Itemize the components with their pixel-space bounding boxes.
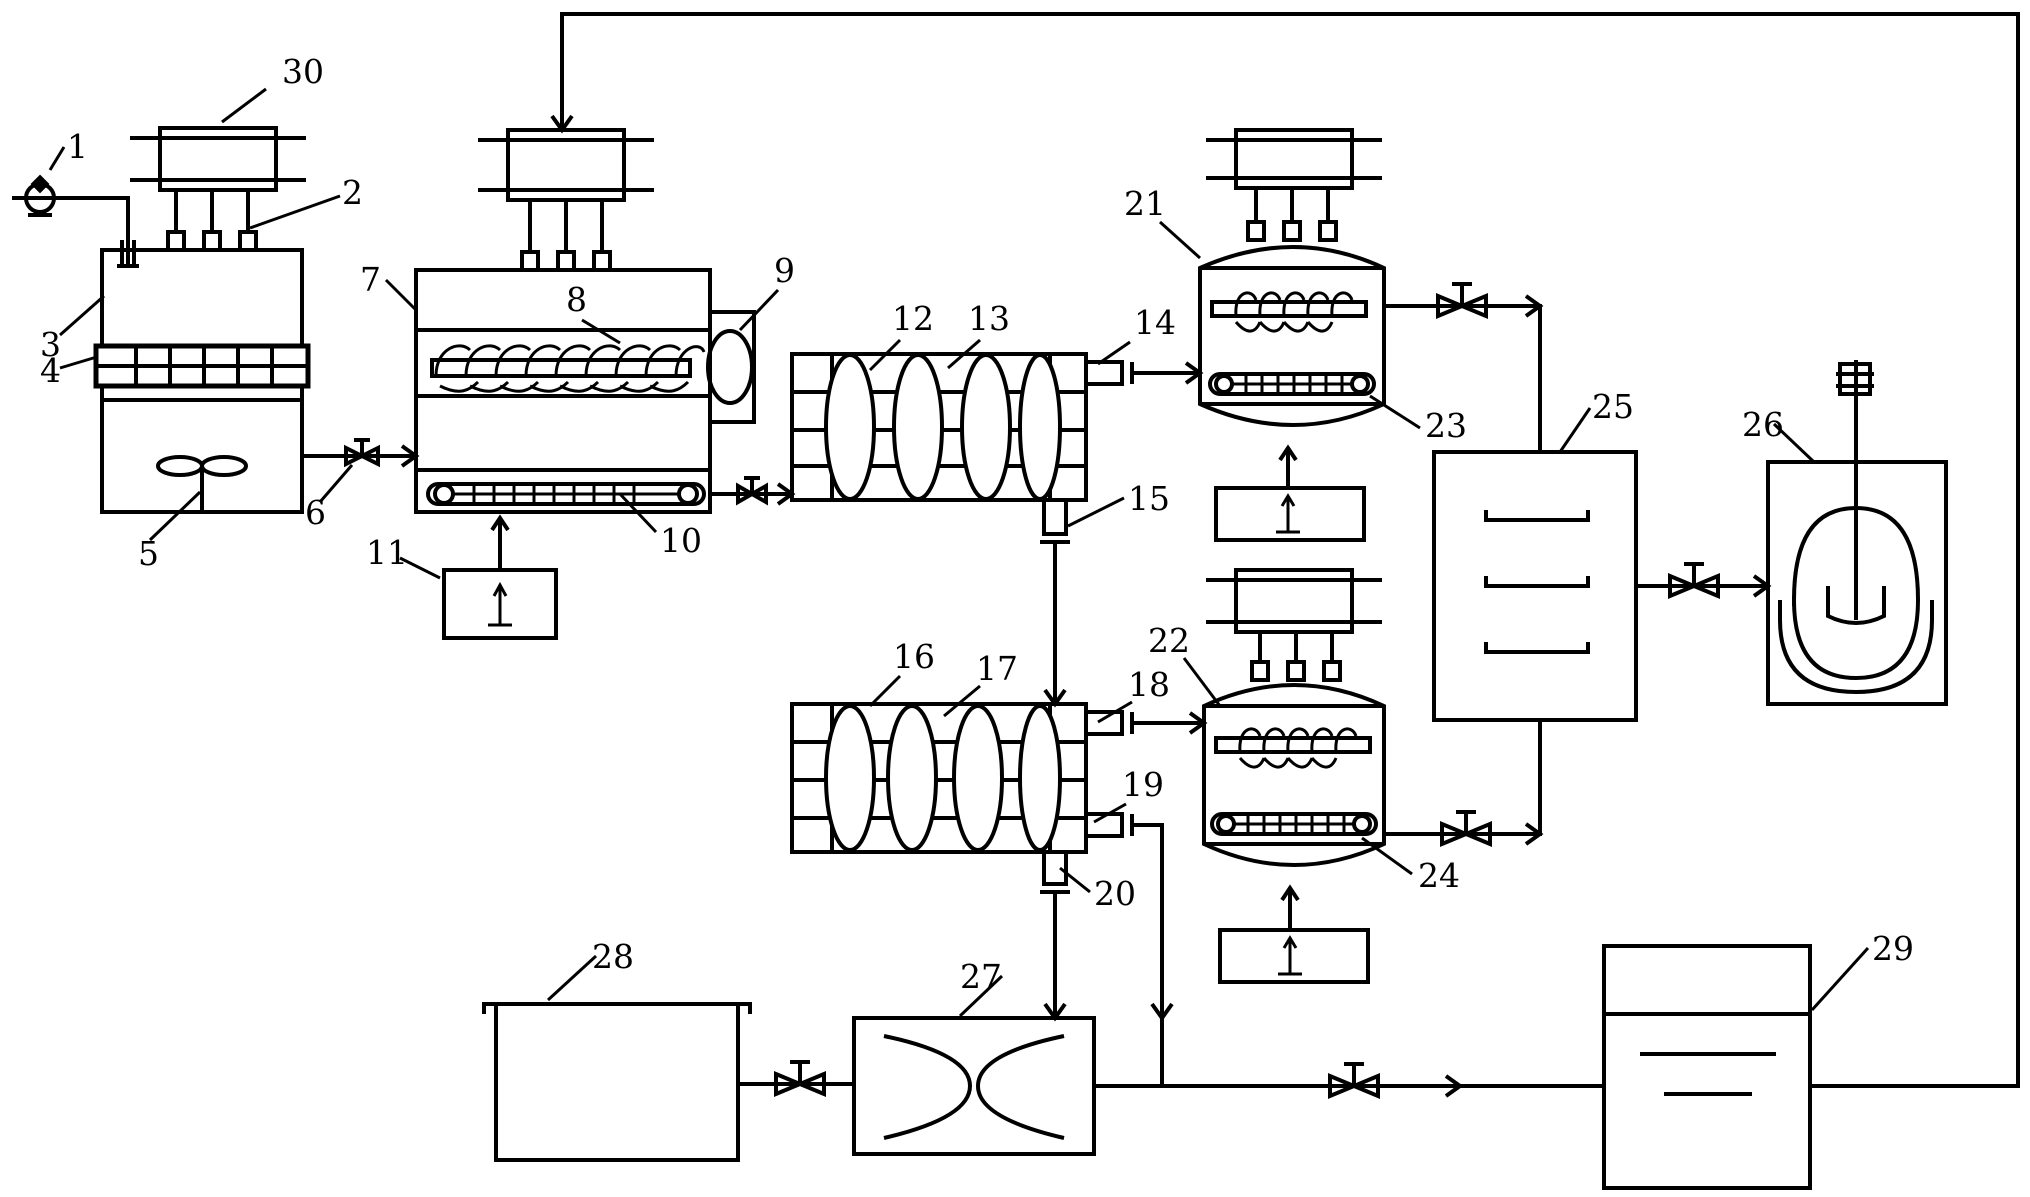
mixer-27 <box>852 1016 1096 1156</box>
label-14: 14 <box>1134 303 1176 342</box>
leader-lines <box>48 87 1870 1018</box>
outlet-20 <box>1040 850 1070 894</box>
power-unit-top-reactor <box>478 128 654 272</box>
label-16: 16 <box>893 637 935 676</box>
label-9: 9 <box>774 251 795 290</box>
label-17: 17 <box>976 649 1018 688</box>
outlet-15 <box>1040 498 1070 544</box>
heater-box-11 <box>442 514 558 640</box>
label-10: 10 <box>660 521 702 560</box>
label-23: 23 <box>1425 406 1467 445</box>
stirrer-blade-5 <box>156 455 248 512</box>
coil-24 <box>1210 812 1378 836</box>
pump-1 <box>12 174 68 217</box>
power-unit-22 <box>1206 568 1382 682</box>
label-15: 15 <box>1128 479 1170 518</box>
cell-22 <box>1202 683 1386 984</box>
valve-6 <box>344 438 380 468</box>
screw-conveyor-8 <box>430 344 706 393</box>
label-22: 22 <box>1148 621 1190 660</box>
label-7: 7 <box>360 260 381 299</box>
tank-25 <box>1432 450 1638 722</box>
outlet-14 <box>1084 360 1134 386</box>
label-3: 3 <box>40 325 61 364</box>
filter-disc-13 <box>824 353 876 501</box>
label-1: 1 <box>67 127 88 166</box>
label-29: 29 <box>1872 929 1914 968</box>
label-28: 28 <box>592 937 634 976</box>
label-12: 12 <box>892 299 934 338</box>
label-21: 21 <box>1124 184 1166 223</box>
label-18: 18 <box>1128 665 1170 704</box>
separator-12 <box>790 352 1134 544</box>
tank-28 <box>482 1002 752 1162</box>
heating-coil-10 <box>426 482 706 506</box>
label-30: 30 <box>282 52 324 91</box>
label-5: 5 <box>138 534 159 573</box>
filter-disc-17 <box>824 704 876 852</box>
label-2: 2 <box>342 173 363 212</box>
label-24: 24 <box>1418 856 1460 895</box>
separator-16 <box>790 702 1134 894</box>
label-13: 13 <box>968 299 1010 338</box>
label-25: 25 <box>1592 387 1634 426</box>
label-11: 11 <box>366 533 408 572</box>
label-26: 26 <box>1742 405 1784 444</box>
outlet-19 <box>1084 812 1134 838</box>
tank-29 <box>1602 944 1812 1190</box>
power-unit-30 <box>130 126 306 252</box>
coil-23 <box>1208 372 1376 396</box>
label-8: 8 <box>566 280 587 319</box>
label-6: 6 <box>305 493 326 532</box>
motor-9 <box>706 310 756 424</box>
piping <box>302 12 2020 1099</box>
reference-labels: 1 2 3 4 5 6 7 8 9 10 11 12 13 14 15 16 1… <box>40 52 1914 996</box>
label-27: 27 <box>960 957 1002 996</box>
power-unit-21 <box>1206 128 1382 242</box>
crystallizer-26 <box>1766 360 1948 706</box>
label-19: 19 <box>1122 765 1164 804</box>
label-20: 20 <box>1094 874 1136 913</box>
label-4: 4 <box>40 351 61 390</box>
pump-feed-line <box>54 196 130 266</box>
mixing-tank-3 <box>93 248 311 514</box>
reactor-7 <box>414 268 756 640</box>
cell-21 <box>1198 245 1386 542</box>
